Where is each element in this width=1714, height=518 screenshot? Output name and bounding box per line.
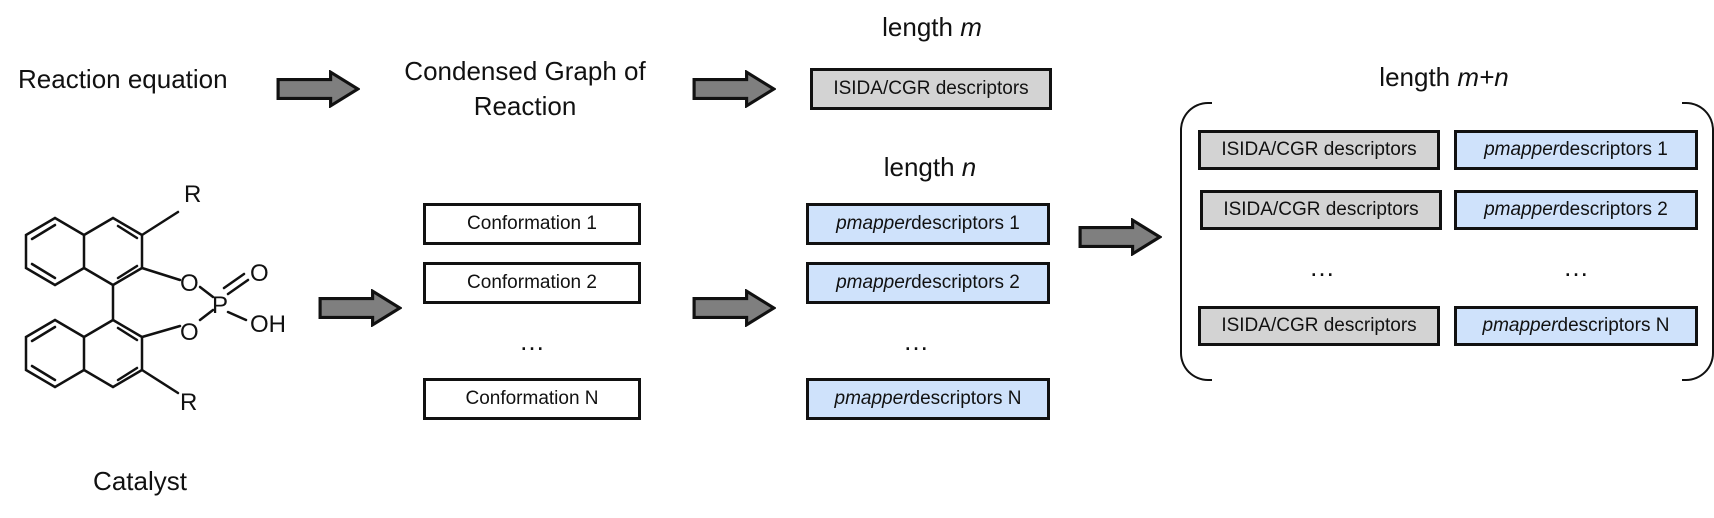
atom-p: P [212,292,228,319]
combined-isida-box: ISIDA/CGR descriptors [1200,190,1442,230]
conformation-box: Conformation N [423,378,641,420]
length-mn-label: length m+n [1379,62,1508,93]
pmapper-suffix: descriptors 2 [1559,199,1668,220]
pmapper-ellipsis: … [903,326,929,356]
pmapper-prefix: pmapper [1484,199,1560,220]
length-mn-prefix: length [1379,62,1458,92]
pmapper-prefix: pmapper [1484,139,1560,160]
length-n-prefix: length [883,152,962,182]
atom-o-bottom: O [180,319,199,346]
reaction-equation-label: Reaction equation [18,64,228,94]
combined-pmapper-box: pmapper descriptors 2 [1454,190,1698,230]
atom-r-top: R [184,181,201,208]
atom-oh: OH [250,311,286,338]
pmapper-descriptors-box: pmapper descriptors N [806,378,1050,420]
arrow-right-icon [692,289,776,327]
length-n-var: n [961,152,977,182]
catalyst-label: Catalyst [93,466,187,496]
arrow-right-icon [318,289,402,327]
combined-isida-box: ISIDA/CGR descriptors [1198,306,1440,346]
length-m-label: length m [882,12,982,43]
length-mn-var: m+n [1457,62,1509,92]
pmapper-suffix: descriptors N [1557,315,1670,336]
arrow-right-icon [1078,218,1162,256]
combined-ellipsis-right: … [1563,252,1589,282]
pmapper-prefix: pmapper [836,272,912,293]
atom-o-top: O [180,270,199,297]
conformation-box: Conformation 1 [423,203,641,245]
conformation-box: Conformation 2 [423,262,641,304]
cgr-title-line2: Reaction [473,91,577,121]
combined-ellipsis-left: … [1309,252,1335,282]
pmapper-suffix: descriptors 2 [911,272,1020,293]
pmapper-suffix: descriptors N [909,388,1022,409]
combined-pmapper-box: pmapper descriptors N [1454,306,1698,346]
catalyst-structure: R O P O OH O R [24,181,286,416]
conformation-ellipsis: … [519,326,545,356]
pmapper-suffix: descriptors 1 [911,213,1020,234]
pmapper-prefix: pmapper [1482,315,1558,336]
length-m-prefix: length [882,12,961,42]
pmapper-descriptors-box: pmapper descriptors 2 [806,262,1050,304]
arrow-right-icon [692,70,776,108]
pmapper-suffix: descriptors 1 [1559,139,1668,160]
isida-descriptors-box: ISIDA/CGR descriptors [810,68,1052,110]
atom-r-bottom: R [180,389,197,416]
length-n-label: length n [884,152,977,183]
combined-pmapper-box: pmapper descriptors 1 [1454,130,1698,170]
arrow-right-icon [276,70,360,108]
pmapper-descriptors-box: pmapper descriptors 1 [806,203,1050,245]
pmapper-prefix: pmapper [836,213,912,234]
length-m-var: m [960,12,982,42]
combined-isida-box: ISIDA/CGR descriptors [1198,130,1440,170]
pmapper-prefix: pmapper [834,388,910,409]
atom-o-double: O [250,260,269,287]
cgr-title-line1: Condensed Graph of [404,56,646,86]
